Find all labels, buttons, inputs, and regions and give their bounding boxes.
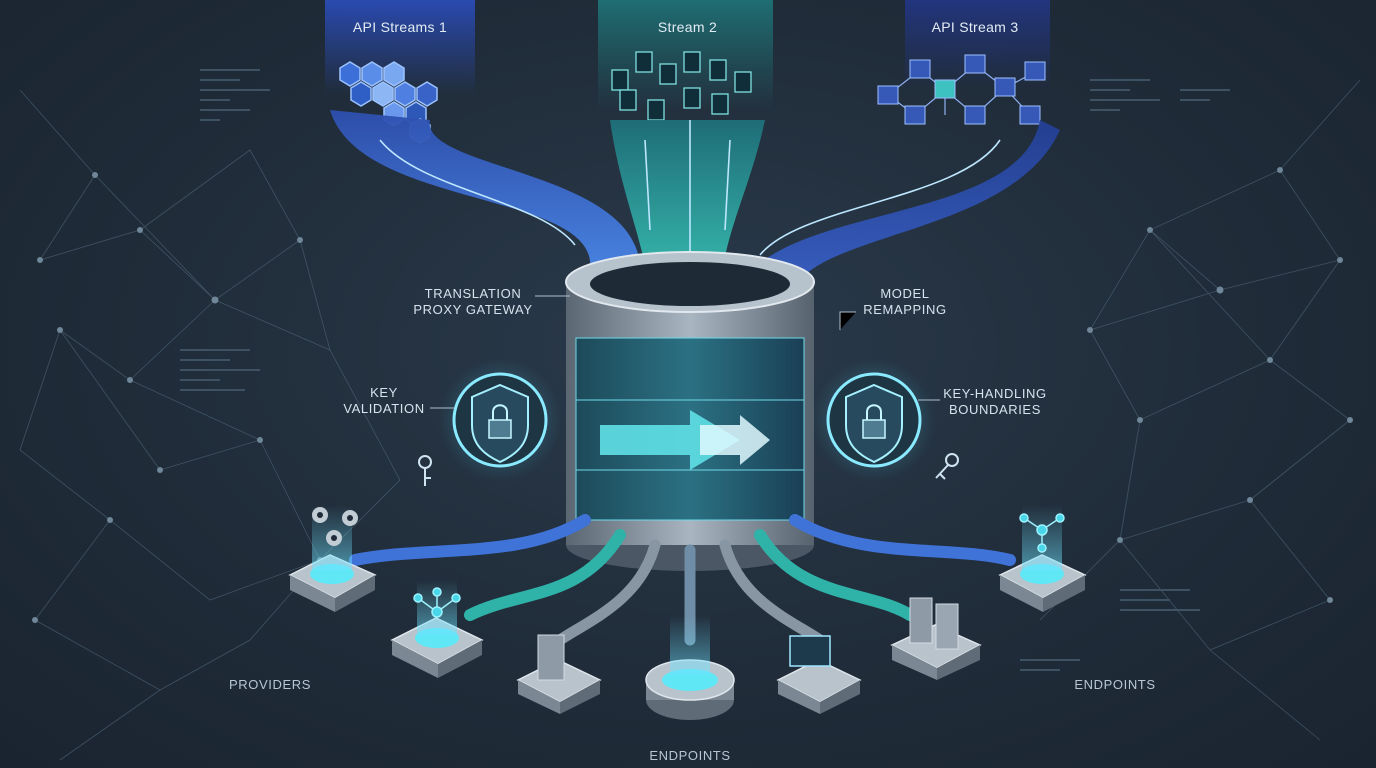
- key-validation-label: KEY VALIDATION: [334, 385, 434, 417]
- key-validation-shield: [438, 358, 562, 482]
- stream-2-documents: [611, 51, 752, 121]
- stream-3-ribbon: [735, 120, 1060, 300]
- gateway-cylinder: [565, 251, 815, 571]
- stream-1-label: API Streams 1: [352, 19, 448, 35]
- stream-3-label: API Stream 3: [931, 19, 1019, 35]
- key-icon: [418, 455, 432, 486]
- platform-laptop: [776, 635, 862, 714]
- key-boundaries-line2: BOUNDARIES: [949, 402, 1041, 417]
- label-leader-lines: [430, 295, 940, 409]
- key-icon: [935, 453, 959, 480]
- stream-1-ribbon: [330, 110, 640, 270]
- key-validation-line2: VALIDATION: [343, 401, 425, 416]
- endpoints-right-label: ENDPOINTS: [1074, 677, 1156, 692]
- key-validation-line1: KEY: [370, 385, 398, 400]
- background-code-lines: [180, 69, 1230, 671]
- platform-server-left: [516, 634, 602, 714]
- providers-label: PROVIDERS: [229, 677, 311, 692]
- platform-left-bottom: [390, 580, 484, 678]
- platform-right-top: [998, 505, 1087, 612]
- gateway-label-line1: TRANSLATION: [424, 286, 522, 301]
- gear-icon: [317, 512, 353, 541]
- model-remapping-line1: MODEL: [880, 286, 930, 301]
- model-remapping-line2: REMAPPING: [863, 302, 947, 317]
- stream-3-cubes: [877, 54, 1046, 125]
- gateway-label: TRANSLATION PROXY GATEWAY: [408, 286, 538, 318]
- stream-2-label: Stream 2: [657, 19, 718, 35]
- platform-servers-right: [890, 597, 982, 680]
- background-network-nodes: [32, 167, 1353, 623]
- output-ribbons: [349, 514, 1016, 646]
- key-boundaries-label: KEY-HANDLING BOUNDARIES: [935, 386, 1055, 418]
- platform-bottom-center: [645, 615, 735, 720]
- model-remapping-label: MODEL REMAPPING: [860, 286, 950, 318]
- gateway-label-line2: PROXY GATEWAY: [413, 302, 533, 317]
- stream-2-ribbon: [610, 120, 765, 290]
- key-boundaries-line1: KEY-HANDLING: [943, 386, 1047, 401]
- stream-flow-arrows: [379, 120, 1001, 310]
- key-boundaries-shield: [812, 358, 936, 482]
- endpoints-bottom-label: ENDPOINTS: [649, 748, 731, 763]
